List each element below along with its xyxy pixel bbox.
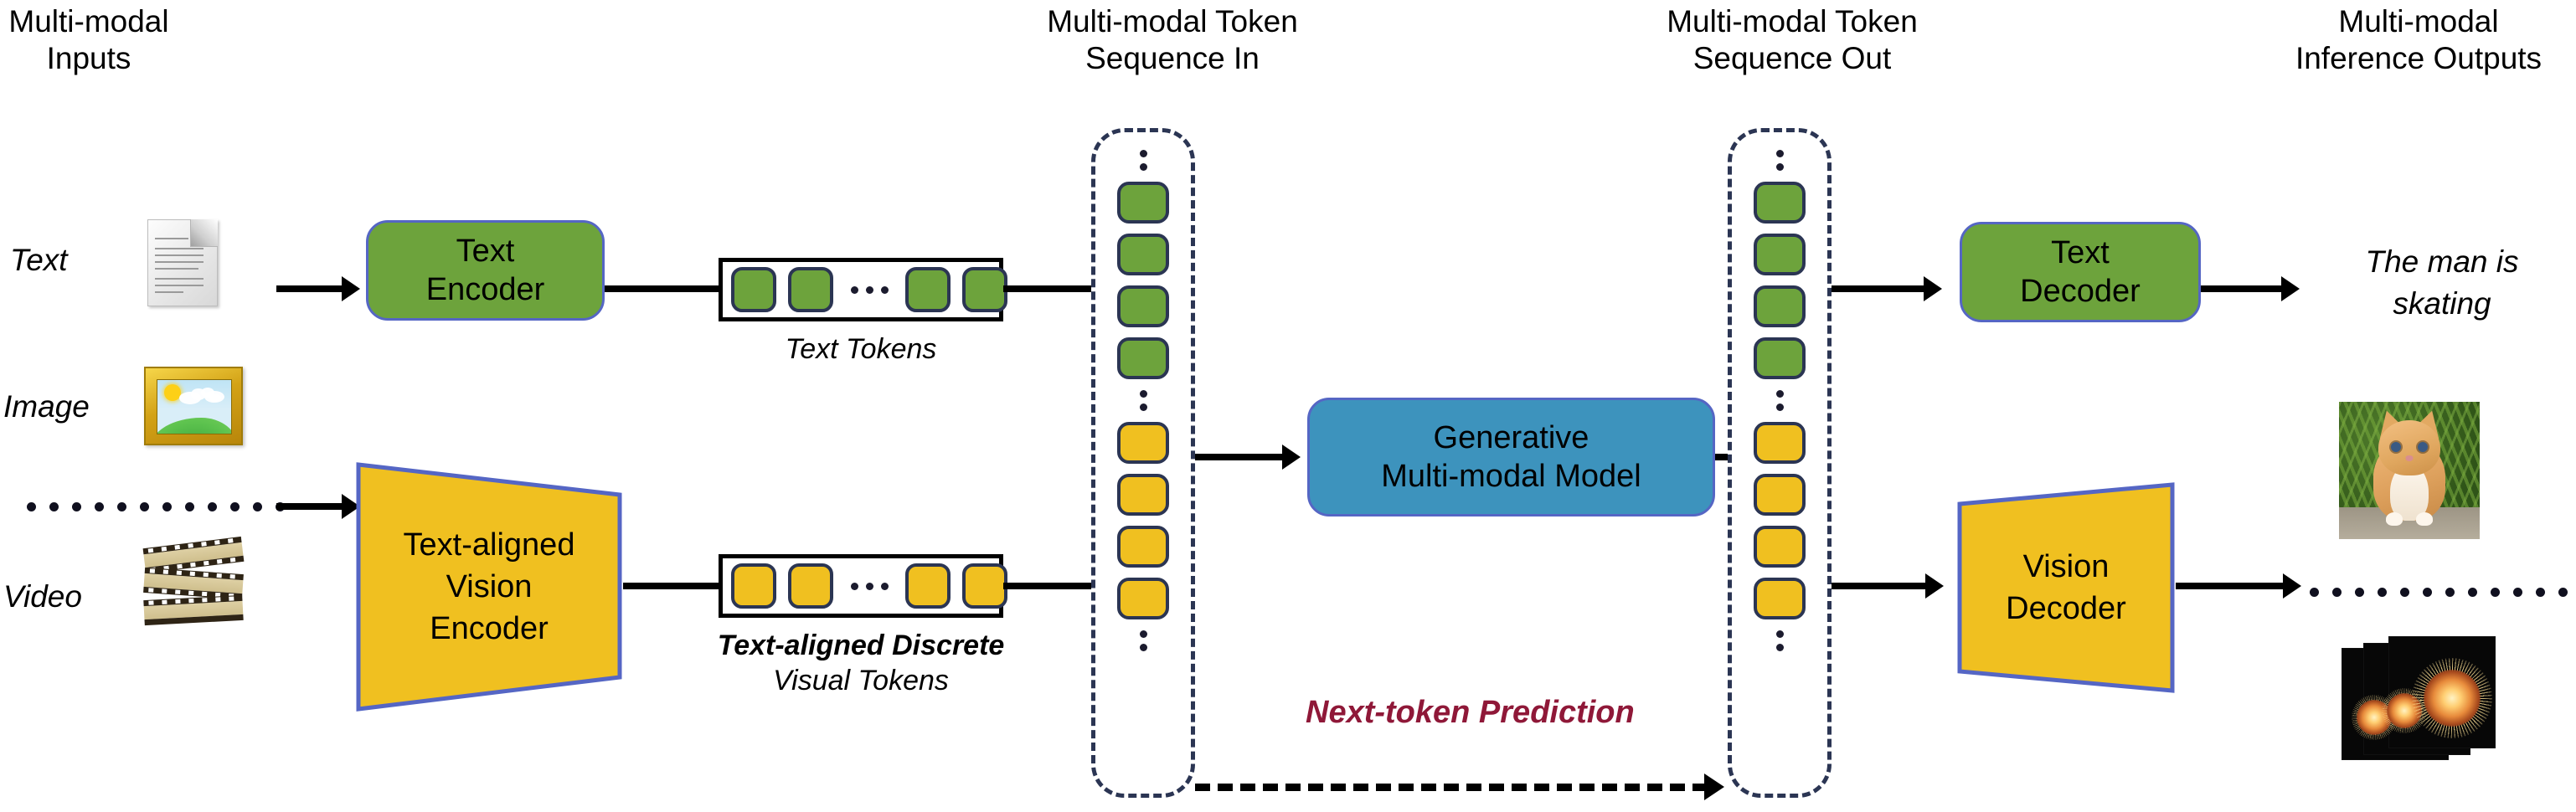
text-tokens-strip [719, 258, 1007, 321]
sequence-token-visual [1117, 422, 1169, 464]
text-tokens-ellipsis [833, 285, 905, 294]
text-token [731, 267, 776, 312]
kitten-photo [2339, 402, 2480, 539]
sequence-token-text [1754, 182, 1806, 224]
text-tokens-caption: Text Tokens [785, 333, 937, 365]
film-strip-icon [142, 536, 245, 626]
sequence-token-visual [1117, 578, 1169, 619]
sequence-ellipsis [1139, 630, 1147, 651]
visual-tokens-strip [719, 554, 1007, 618]
visual-token [905, 563, 951, 609]
sequence-ellipsis [1775, 150, 1784, 171]
output-ellipsis-separator [2310, 588, 2568, 597]
sequence-ellipsis [1775, 390, 1784, 411]
visual-tokens-caption-bold: Text-aligned Discrete [717, 630, 1005, 661]
generative-model-label: Generative Multi-modal Model [1381, 420, 1641, 494]
document-icon [147, 219, 218, 306]
input-label-video: Video [3, 579, 82, 614]
sequence-token-visual [1754, 422, 1806, 464]
visual-token [731, 563, 776, 609]
sequence-token-visual [1117, 526, 1169, 568]
sequence-ellipsis [1775, 630, 1784, 651]
sequence-token-text [1117, 337, 1169, 379]
visual-token [962, 563, 1007, 609]
sequence-token-text [1754, 285, 1806, 327]
framed-picture-icon [144, 367, 243, 445]
sequence-token-visual [1754, 526, 1806, 568]
generative-multimodal-model-box[interactable]: Generative Multi-modal Model [1307, 398, 1715, 516]
visual-tokens-caption: Visual Tokens [773, 665, 949, 696]
text-token [788, 267, 833, 312]
vision-encoder-box[interactable]: Text-aligned Vision Encoder [355, 461, 623, 712]
vision-decoder-box[interactable]: Vision Decoder [1956, 482, 2176, 693]
sequence-token-text [1754, 337, 1806, 379]
sequence-token-text [1117, 182, 1169, 224]
sequence-token-visual [1117, 474, 1169, 516]
input-label-text: Text [10, 243, 68, 277]
output-text-result: The man is skating [2365, 244, 2519, 321]
input-ellipsis-separator [27, 502, 285, 511]
header-multimodal-inputs: Multi-modal Inputs [8, 4, 169, 75]
sequence-token-visual [1754, 474, 1806, 516]
header-inference-outputs: Multi-modal Inference Outputs [2295, 4, 2543, 75]
text-decoder-label: Text Decoder [2020, 235, 2141, 309]
sequence-ellipsis [1139, 150, 1147, 171]
header-token-sequence-out: Multi-modal Token Sequence Out [1667, 4, 1918, 75]
visual-tokens-ellipsis [833, 582, 905, 590]
fireworks-video-frames [2342, 636, 2497, 760]
text-encoder-label: Text Encoder [425, 234, 545, 307]
sequence-token-text [1117, 285, 1169, 327]
sequence-token-text [1117, 234, 1169, 275]
visual-token [788, 563, 833, 609]
sequence-token-text [1754, 234, 1806, 275]
next-token-prediction-label: Next-token Prediction [1306, 695, 1635, 730]
text-token [962, 267, 1007, 312]
text-token [905, 267, 951, 312]
sequence-in-column [1091, 128, 1195, 798]
sequence-ellipsis [1139, 390, 1147, 411]
input-label-image: Image [3, 389, 90, 424]
text-decoder-box[interactable]: Text Decoder [1960, 222, 2201, 322]
sequence-out-column [1728, 128, 1832, 798]
text-encoder-box[interactable]: Text Encoder [366, 220, 605, 321]
header-token-sequence-in: Multi-modal Token Sequence In [1047, 4, 1298, 75]
sequence-token-visual [1754, 578, 1806, 619]
